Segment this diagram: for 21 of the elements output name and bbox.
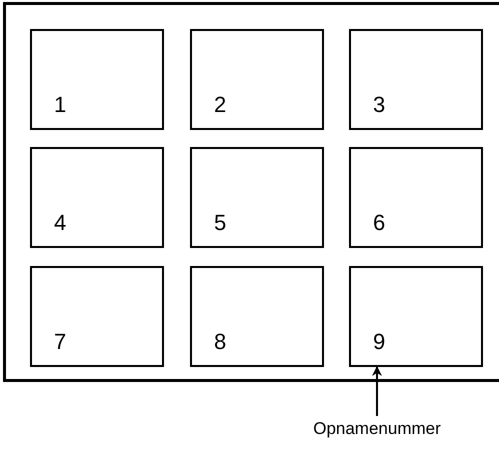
photo-frame (190, 147, 324, 248)
frame-number: 8 (214, 331, 226, 353)
frame-number: 3 (373, 94, 386, 116)
frame-number: 6 (373, 212, 386, 234)
photo-frame (190, 29, 324, 130)
frame-number: 4 (54, 212, 66, 234)
photo-frame (349, 29, 483, 130)
frame-number: 1 (54, 94, 66, 116)
caption-label: Opnamenummer (287, 420, 467, 440)
photo-frame (190, 266, 324, 367)
frame (3, 2, 499, 382)
photo-frame (30, 29, 164, 130)
photo-frame (349, 266, 483, 367)
frame-number: 7 (54, 331, 66, 353)
photo-frame (349, 147, 483, 248)
photo-frame (30, 147, 164, 248)
frame-number: 5 (214, 212, 226, 234)
photo-frame (30, 266, 164, 367)
frame-number: 9 (373, 331, 386, 353)
frame-number: 2 (214, 94, 226, 116)
arrow (372, 366, 382, 416)
